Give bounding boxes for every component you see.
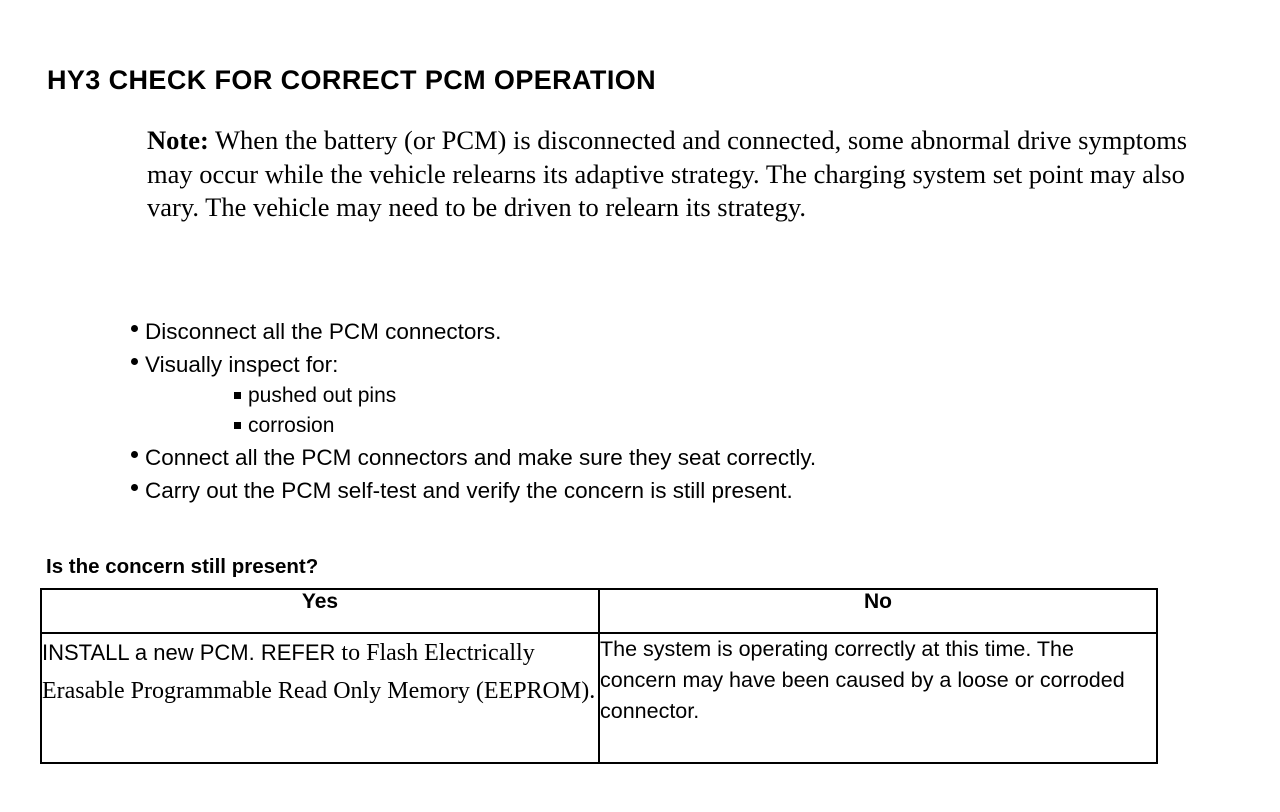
- list-item-label: Disconnect all the PCM connectors.: [145, 319, 502, 344]
- note-text: When the battery (or PCM) is disconnecte…: [147, 125, 1188, 222]
- cell-no-action: The system is operating correctly at thi…: [598, 632, 1158, 764]
- bullet-dot-icon: [131, 348, 145, 381]
- cell-yes-action: INSTALL a new PCM. REFER to Flash Electr…: [40, 632, 600, 764]
- list-item: corrosion: [234, 411, 1231, 441]
- yes-action-sans-segment: INSTALL a new PCM. REFER: [42, 640, 336, 665]
- note-paragraph: Note: When the battery (or PCM) is disco…: [147, 124, 1237, 225]
- list-item-label: pushed out pins: [248, 384, 397, 407]
- list-item-label: Carry out the PCM self-test and verify t…: [145, 478, 793, 503]
- column-header-no: No: [598, 588, 1158, 634]
- bullet-dot-icon: [131, 474, 145, 507]
- table-row: INSTALL a new PCM. REFER to Flash Electr…: [40, 632, 1158, 764]
- bullet-dot-icon: [131, 441, 145, 474]
- bullet-dot-icon: [131, 315, 145, 348]
- column-header-yes: Yes: [40, 588, 600, 634]
- decision-question: Is the concern still present?: [46, 555, 319, 578]
- list-item: pushed out pins: [234, 381, 1231, 411]
- list-item: Carry out the PCM self-test and verify t…: [131, 474, 1231, 507]
- bullet-square-icon: [234, 411, 248, 441]
- procedure-step-list: Disconnect all the PCM connectors. Visua…: [131, 315, 1231, 507]
- yes-action-serif-segment: to Flash Electrically Erasable Programma…: [42, 640, 596, 704]
- list-item-label: Visually inspect for:: [145, 352, 339, 377]
- page-title: HY3 CHECK FOR CORRECT PCM OPERATION: [47, 65, 657, 96]
- list-item-label: Connect all the PCM connectors and make …: [145, 445, 817, 470]
- list-item: Visually inspect for:: [131, 348, 1231, 381]
- list-item-label: corrosion: [248, 414, 335, 437]
- table-header-row: Yes No: [40, 588, 1158, 634]
- yes-action-text: INSTALL a new PCM. REFER to Flash Electr…: [42, 634, 598, 710]
- list-item: Disconnect all the PCM connectors.: [131, 315, 1231, 348]
- note-label: Note:: [147, 125, 209, 155]
- bullet-square-icon: [234, 381, 248, 411]
- no-action-text: The system is operating correctly at thi…: [600, 637, 1125, 723]
- decision-table: Yes No INSTALL a new PCM. REFER to Flash…: [40, 588, 1158, 764]
- list-item: Connect all the PCM connectors and make …: [131, 441, 1231, 474]
